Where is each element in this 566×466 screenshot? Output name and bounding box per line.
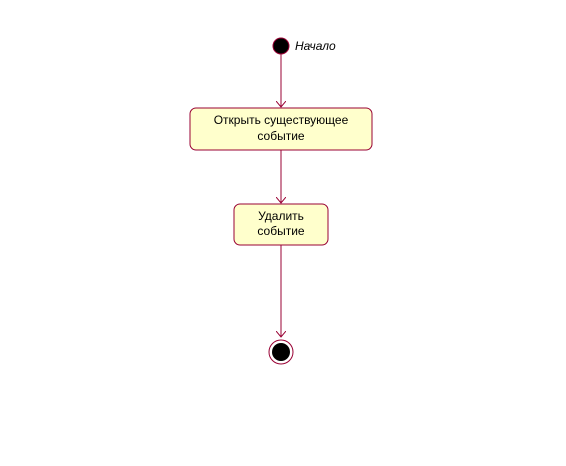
activity-open-event[interactable]: Открыть существующее событие <box>189 107 373 151</box>
start-node[interactable] <box>272 37 290 55</box>
start-label: Начало <box>295 39 336 53</box>
end-node[interactable] <box>268 339 294 365</box>
end-node-inner-dot <box>272 343 290 361</box>
activity-delete-event[interactable]: Удалить событие <box>233 203 329 246</box>
activity-open-event-label-line1: Открыть существующее <box>214 113 349 127</box>
activity-open-event-label-line2: событие <box>257 129 305 143</box>
activity-delete-event-label-line1: Удалить <box>258 209 304 223</box>
activity-delete-event-label-line2: событие <box>257 224 305 238</box>
